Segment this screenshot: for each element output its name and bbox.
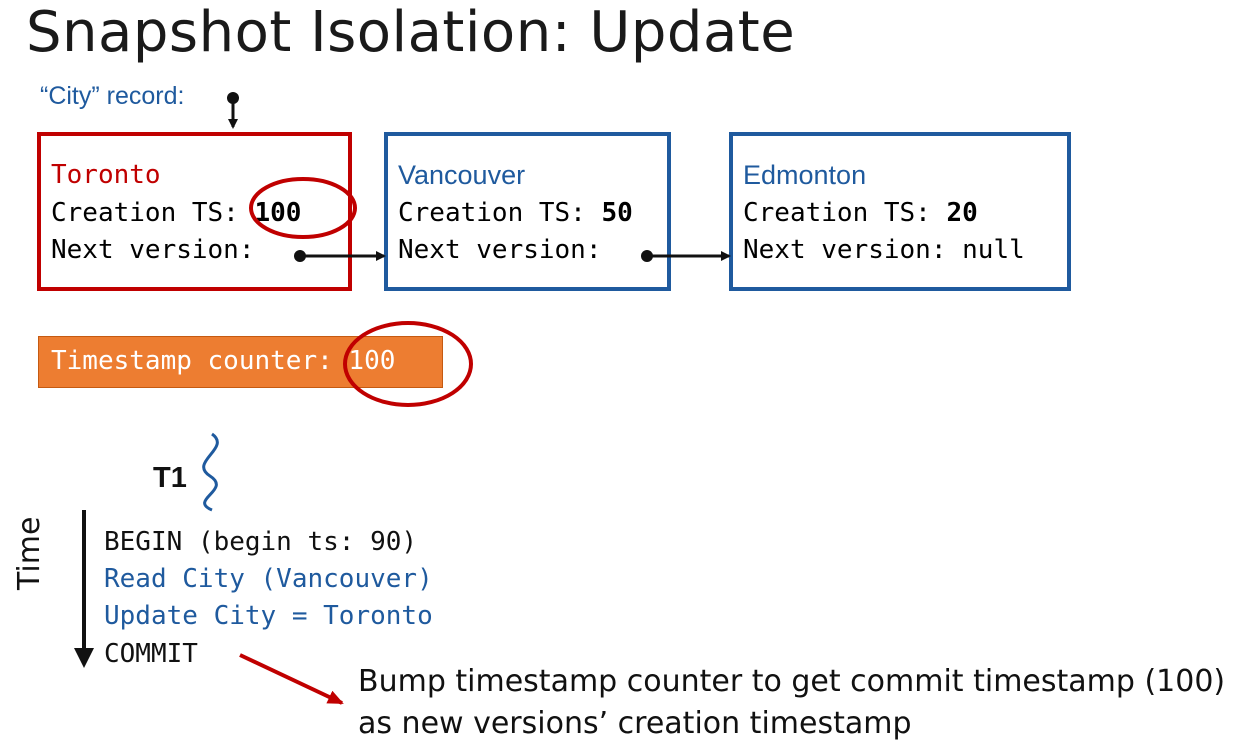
next-pointer-vancouver-to-edmonton xyxy=(641,250,731,262)
next-version-label: Next version: xyxy=(398,235,602,265)
creation-ts-row: Creation TS: 100 xyxy=(51,198,301,228)
step-commit: COMMIT xyxy=(104,639,198,669)
record-pointer-arrow xyxy=(227,92,239,129)
step-begin: BEGIN (begin ts: 90) xyxy=(104,527,418,557)
note-line-2: as new versions’ creation timestamp xyxy=(358,706,912,741)
time-arrow xyxy=(74,510,94,668)
timestamp-counter-label: Timestamp counter: 100 xyxy=(51,346,396,376)
creation-ts-label: Creation TS: xyxy=(51,198,255,228)
page-title: Snapshot Isolation: Update xyxy=(26,0,796,65)
creation-ts-value: 50 xyxy=(601,198,633,228)
creation-ts-value: 20 xyxy=(946,198,978,228)
version-name: Edmonton xyxy=(743,160,867,190)
next-pointer-toronto-to-vancouver xyxy=(294,250,386,262)
version-name: Toronto xyxy=(51,160,161,190)
next-version-row: Next version: xyxy=(398,235,602,265)
next-version-row: Next version: xyxy=(51,235,255,265)
creation-ts-row: Creation TS: 20 xyxy=(743,198,978,228)
commit-note-arrow xyxy=(239,653,344,705)
step-read: Read City (Vancouver) xyxy=(104,564,433,594)
creation-ts-value: 100 xyxy=(254,198,302,228)
creation-ts-label: Creation TS: xyxy=(398,198,602,228)
version-box-toronto: Toronto Creation TS: 100 Next version: xyxy=(37,132,352,291)
transaction-squiggle-icon xyxy=(202,432,219,512)
highlight-circle-ts xyxy=(249,177,357,239)
version-box-edmonton: Edmonton Creation TS: 20 Next version: n… xyxy=(729,132,1071,291)
next-version-value: null xyxy=(962,235,1025,265)
next-version-label: Next version: xyxy=(743,235,963,265)
creation-ts-label: Creation TS: xyxy=(743,198,947,228)
note-line-1: Bump timestamp counter to get commit tim… xyxy=(358,664,1226,699)
step-update: Update City = Toronto xyxy=(104,601,433,631)
next-version-row: Next version: null xyxy=(743,235,1025,265)
highlight-circle-counter xyxy=(343,321,473,407)
creation-ts-row: Creation TS: 50 xyxy=(398,198,633,228)
next-version-label: Next version: xyxy=(51,235,255,265)
version-box-vancouver: Vancouver Creation TS: 50 Next version: xyxy=(384,132,671,291)
record-label: “City” record: xyxy=(40,82,185,110)
timestamp-counter: Timestamp counter: 100 xyxy=(38,336,443,388)
transaction-name: T1 xyxy=(153,462,187,494)
version-name: Vancouver xyxy=(398,160,526,190)
